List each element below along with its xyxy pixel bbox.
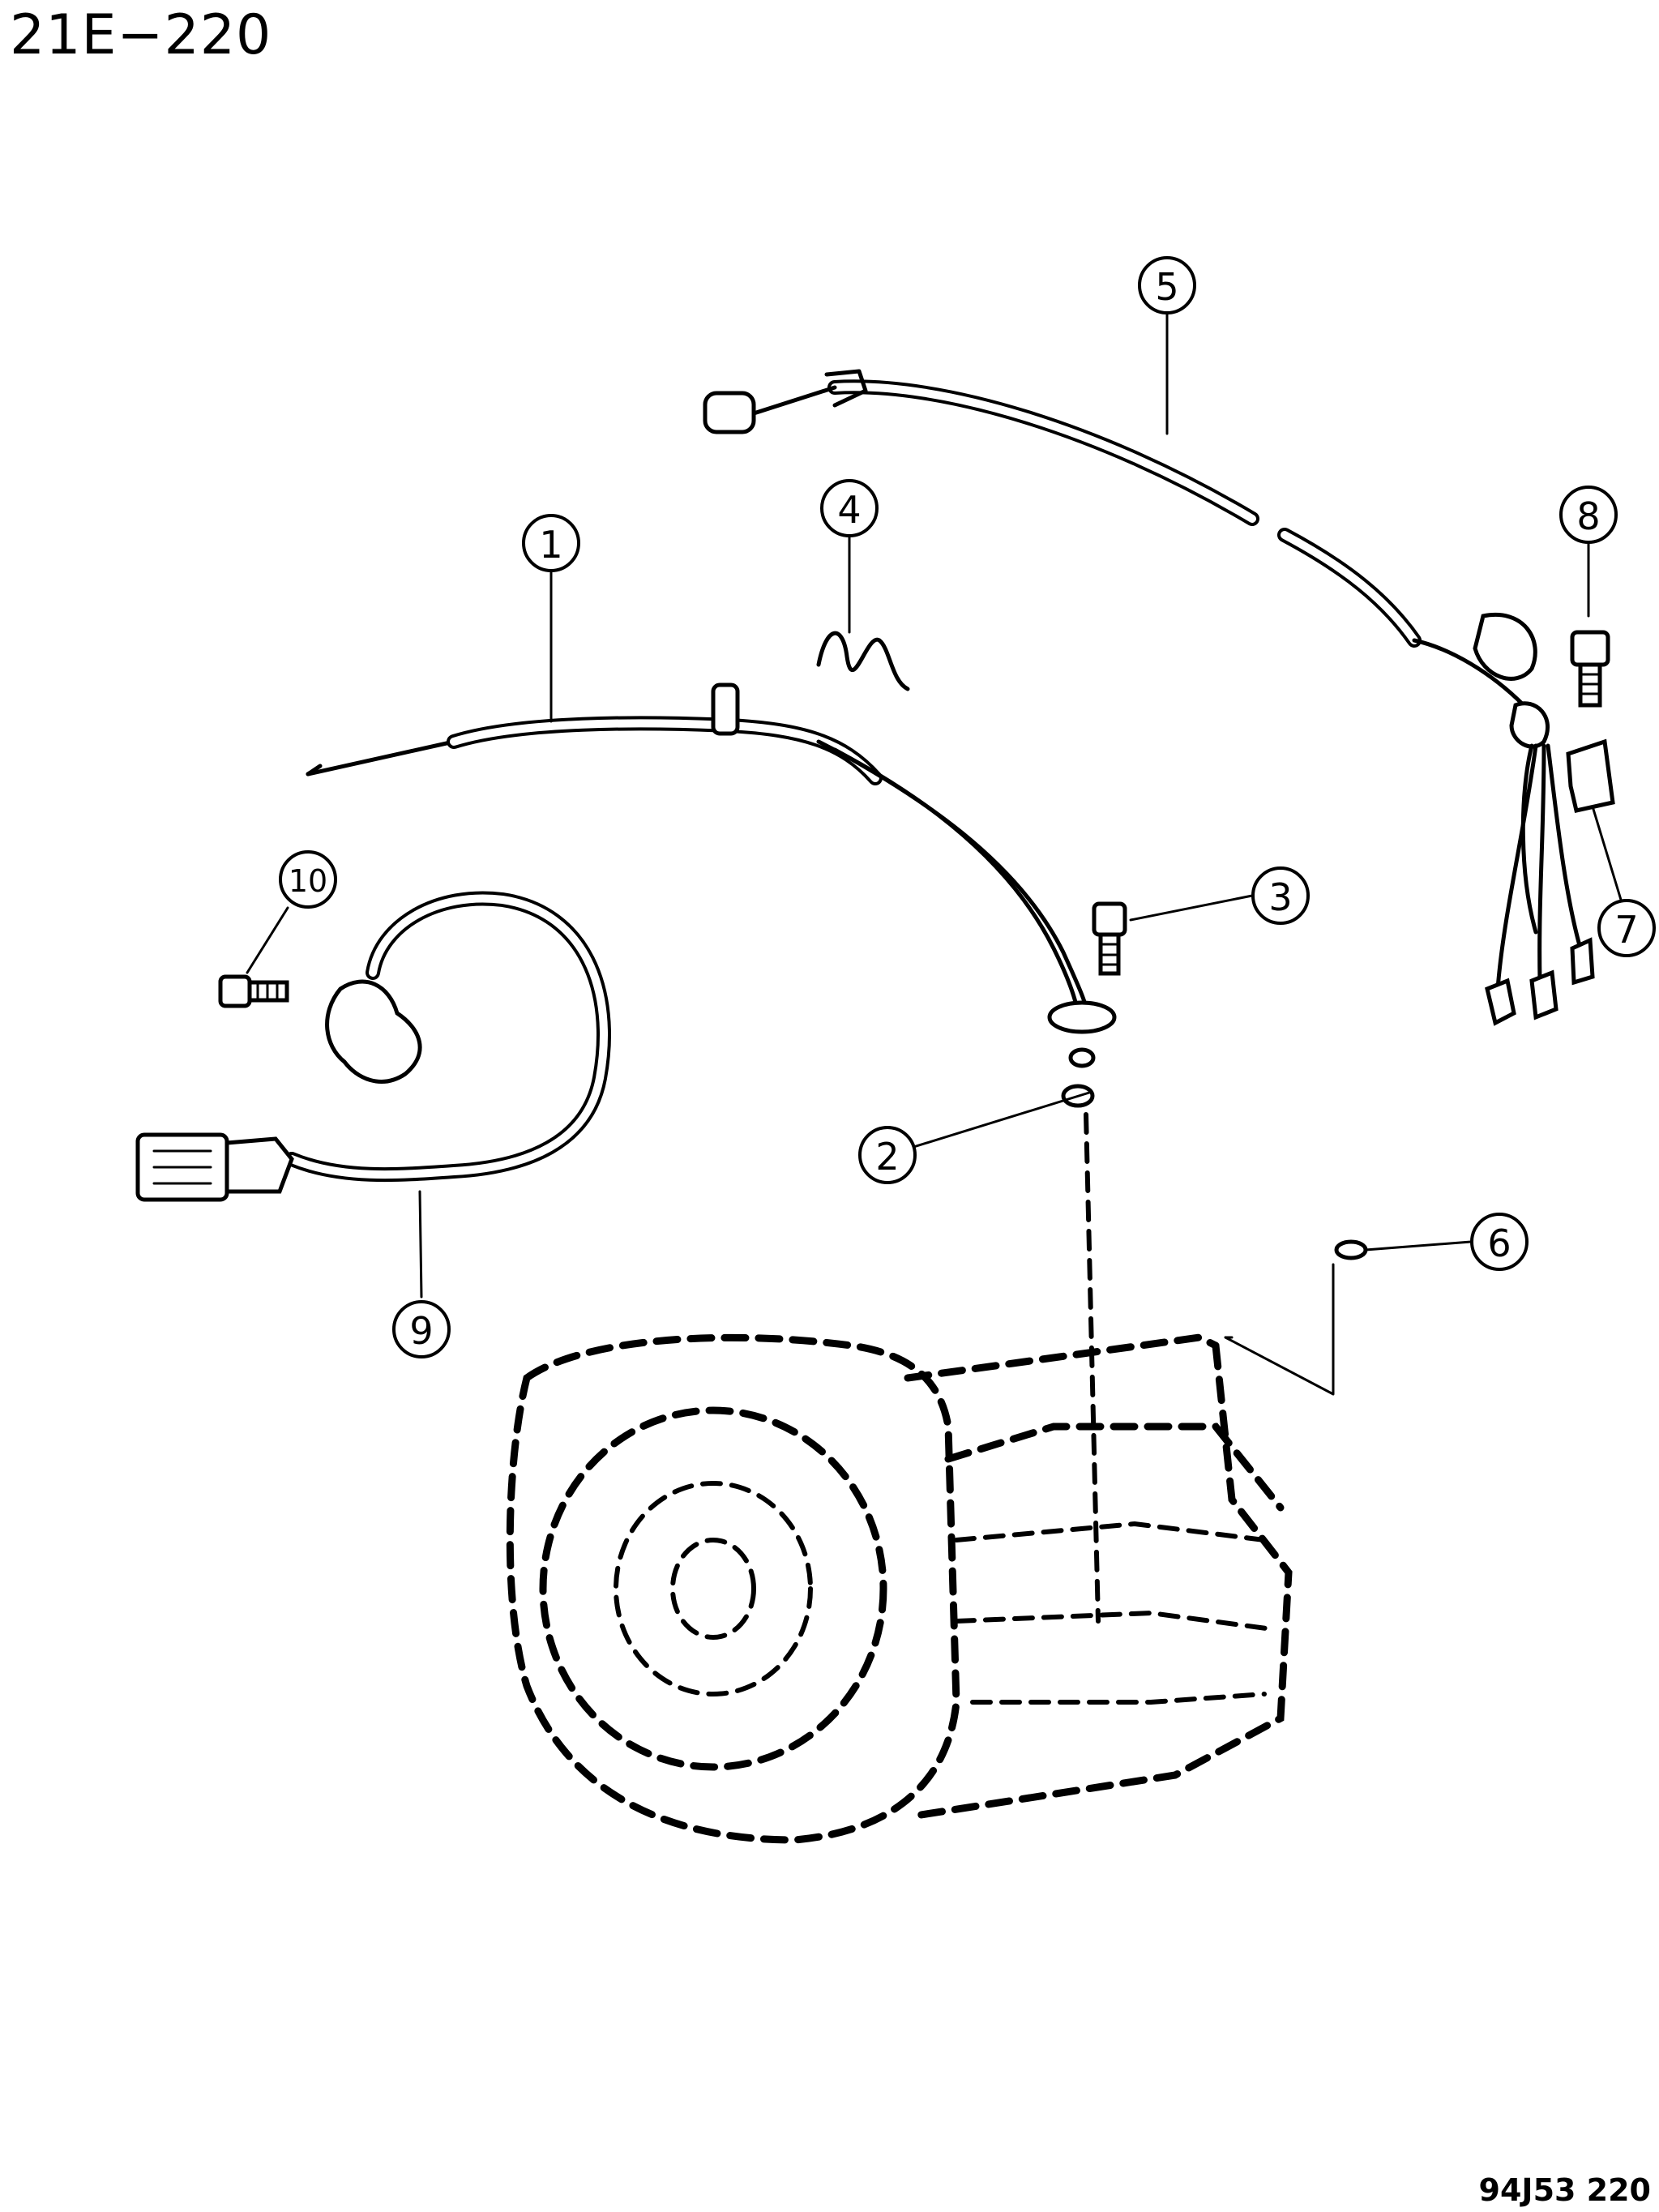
callout-8: 8 [1559,486,1618,544]
bolt-icon [1092,901,1127,976]
harness-connector-icon [703,391,756,434]
harness-plug-icon [1473,613,1537,681]
callout-10: 10 [279,850,337,909]
callout-label: 4 [837,488,861,532]
callout-label: 3 [1268,875,1292,919]
wiring-harness-upper [703,369,1595,1026]
cable-assembly [306,682,1117,1068]
callout-label: 5 [1155,265,1178,309]
callout-4: 4 [820,479,879,537]
callout-label: 7 [1614,908,1638,952]
sensor-icon [325,979,422,1084]
callout-label: 9 [409,1309,433,1353]
sensor-harness [135,891,611,1202]
callout-label: 6 [1487,1222,1511,1265]
figure-id: 94J53 220 [1478,2172,1651,2208]
callout-7: 7 [1597,899,1656,957]
callout-label: 8 [1576,494,1600,538]
bolt-icon [1570,630,1610,708]
washer-icon [1334,1239,1368,1260]
callout-label: 1 [539,523,562,567]
alignment-line [1224,1263,1335,1396]
clip-icon [1566,738,1615,813]
callout-1: 1 [522,514,580,572]
alignment-line [1084,1112,1101,1624]
page-title: 21E−220 [10,3,272,67]
callout-9: 9 [392,1300,451,1358]
callout-label: 10 [289,863,327,899]
callout-6: 6 [1470,1213,1529,1271]
transmission-housing-outline [506,1333,1293,1844]
wire-icon [816,631,910,691]
leader-lines [246,310,1623,1299]
bolt-icon [218,974,289,1008]
callout-5: 5 [1138,256,1196,314]
callout-3: 3 [1251,866,1310,925]
callout-2: 2 [858,1126,917,1184]
callout-label: 2 [875,1135,899,1179]
